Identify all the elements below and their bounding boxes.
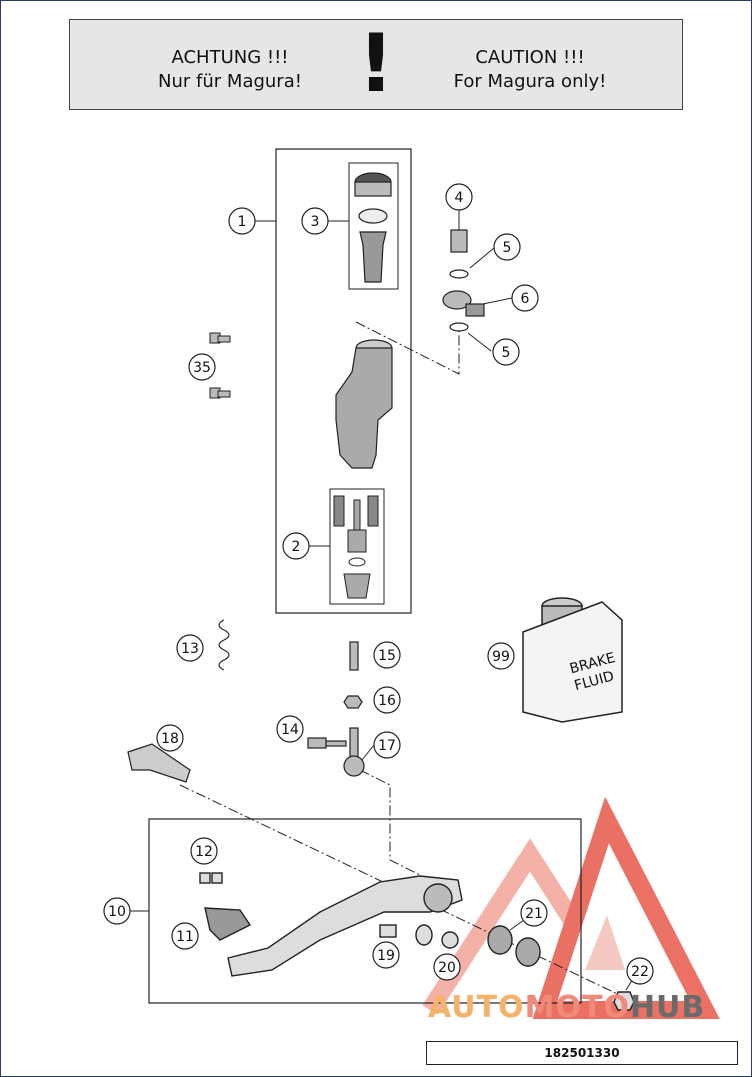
callout-15: 15 [378, 648, 396, 664]
warning-german: ACHTUNG !!! Nur für Magura! [110, 46, 350, 94]
callout-99: 99 [492, 649, 510, 665]
warning-german-text: Nur für Magura! [158, 71, 302, 92]
piston-kit-icon [333, 495, 379, 599]
group-box-master-cylinder [275, 148, 412, 614]
callout-3: 3 [311, 214, 320, 230]
callout-4: 4 [455, 190, 464, 206]
callout-16: 16 [378, 693, 396, 709]
pivot-bolt-icon [127, 743, 191, 783]
reservoir-parts-icon [354, 172, 392, 283]
callout-2: 2 [292, 539, 301, 555]
exclamation-icon: ! [357, 17, 395, 110]
callout-5-top: 5 [503, 240, 512, 256]
callout-20: 20 [438, 960, 456, 976]
warning-english: CAUTION !!! For Magura only! [410, 46, 650, 94]
callout-1: 1 [238, 214, 247, 230]
callout-circles [103, 183, 654, 985]
callout-35: 35 [193, 360, 211, 376]
watermark-logo-icon [422, 796, 720, 1019]
axis-lines [179, 321, 631, 1001]
callout-13: 13 [181, 641, 199, 657]
clevis-parts-icon [307, 641, 365, 777]
warning-english-text: For Magura only! [453, 71, 607, 92]
callout-6: 6 [521, 291, 530, 307]
screw-icon [209, 332, 231, 399]
callout-21: 21 [525, 906, 543, 922]
callout-14: 14 [281, 722, 299, 738]
part-number: 182501330 [426, 1041, 738, 1065]
callout-22: 22 [631, 964, 649, 980]
warning-banner: ACHTUNG !!! Nur für Magura! ! CAUTION !!… [69, 19, 683, 110]
warning-german-title: ACHTUNG !!! [171, 47, 289, 68]
callout-19: 19 [377, 948, 395, 964]
callout-11: 11 [176, 929, 194, 945]
group-box-reservoir [348, 162, 399, 290]
callout-12: 12 [195, 844, 213, 860]
brake-lever-icon [199, 872, 635, 1011]
watermark-part3: HUB [629, 990, 706, 1025]
brake-fluid-bottle-icon [522, 597, 623, 723]
callout-17: 17 [378, 738, 396, 754]
callout-10: 10 [108, 904, 126, 920]
callout-18: 18 [161, 731, 179, 747]
banjo-fitting-icon [442, 229, 485, 332]
spring-icon [218, 619, 230, 671]
master-cylinder-icon [335, 339, 393, 469]
watermark-part2: MOTO [524, 990, 630, 1025]
callout-5-bottom: 5 [502, 345, 511, 361]
watermark-text: AUTOMOTOHUB [428, 990, 705, 1025]
watermark-part1: AUTO [428, 990, 525, 1025]
warning-english-title: CAUTION !!! [475, 47, 585, 68]
